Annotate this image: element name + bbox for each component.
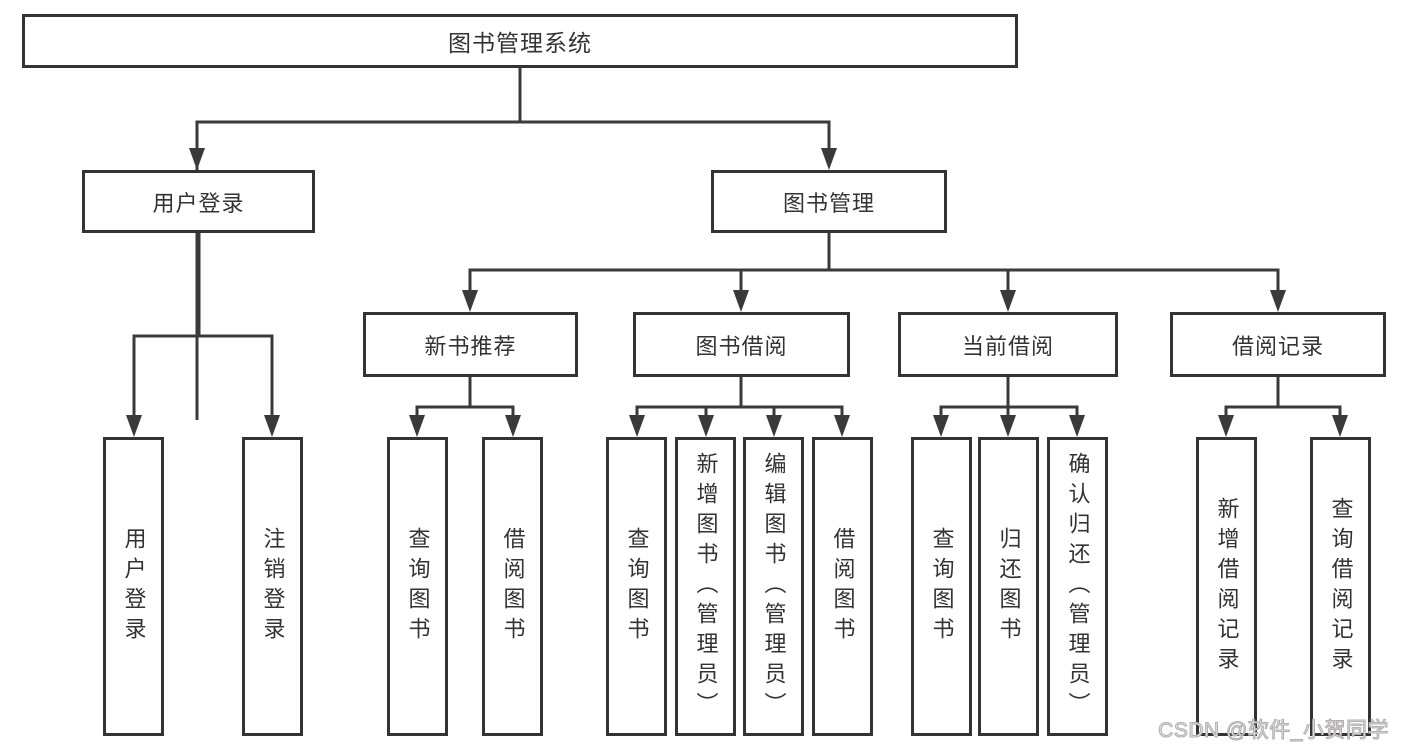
connector-records-to-children xyxy=(1224,377,1342,424)
leaf-recommend-query-book: 查询图书 xyxy=(387,437,448,736)
leaf-confirm-return-admin-label: 确认归还（管理员） xyxy=(1065,451,1091,722)
node-book-borrow-label: 图书借阅 xyxy=(695,333,788,359)
connector-newbook-to-children xyxy=(415,377,515,424)
leaf-edit-book-admin-label: 编辑图书（管理员） xyxy=(761,451,787,722)
connector-borrow-to-children xyxy=(635,377,844,424)
leaf-user-login: 用户登录 xyxy=(103,437,164,736)
leaf-borrow-book: 借阅图书 xyxy=(812,437,873,736)
leaf-add-borrow-record: 新增借阅记录 xyxy=(1196,437,1257,736)
leaf-confirm-return-admin: 确认归还（管理员） xyxy=(1047,437,1108,736)
leaf-borrow-query-book-label: 查询图书 xyxy=(624,526,650,647)
connector-bookmgmt-to-sections xyxy=(468,232,1280,299)
node-user-login: 用户登录 xyxy=(82,170,315,233)
leaf-add-book-admin-label: 新增图书（管理员） xyxy=(693,451,719,722)
node-borrow-records-label: 借阅记录 xyxy=(1231,333,1324,359)
leaf-add-borrow-record-label: 新增借阅记录 xyxy=(1214,496,1240,677)
leaf-recommend-borrow-book-label: 借阅图书 xyxy=(500,526,526,647)
node-current-borrow-label: 当前借阅 xyxy=(961,333,1054,359)
node-book-borrow: 图书借阅 xyxy=(633,312,850,377)
connector-root-to-level2 xyxy=(195,68,831,420)
leaf-logout-label: 注销登录 xyxy=(260,526,286,647)
node-root-system: 图书管理系统 xyxy=(22,14,1018,68)
node-root-label: 图书管理系统 xyxy=(448,30,592,56)
leaf-return-book: 归还图书 xyxy=(978,437,1039,736)
leaf-return-book-label: 归还图书 xyxy=(996,526,1022,647)
arrowheads xyxy=(126,148,1348,437)
node-book-management-label: 图书管理 xyxy=(782,190,875,216)
connector-userlogin-to-children xyxy=(132,232,274,424)
leaf-edit-book-admin: 编辑图书（管理员） xyxy=(743,437,804,736)
leaf-logout: 注销登录 xyxy=(242,437,303,736)
leaf-query-borrow-record-label: 查询借阅记录 xyxy=(1328,496,1354,677)
leaf-borrow-query-book: 查询图书 xyxy=(606,437,667,736)
node-book-management: 图书管理 xyxy=(711,170,947,233)
node-current-borrow: 当前借阅 xyxy=(898,312,1118,377)
node-borrow-records: 借阅记录 xyxy=(1170,312,1386,377)
leaf-recommend-query-book-label: 查询图书 xyxy=(405,526,431,647)
leaf-recommend-borrow-book: 借阅图书 xyxy=(482,437,543,736)
node-new-book-recommend: 新书推荐 xyxy=(363,312,578,377)
csdn-watermark: CSDN @软件_小贺同学 xyxy=(1158,719,1389,743)
leaf-borrow-book-label: 借阅图书 xyxy=(830,526,856,647)
leaf-query-borrow-record: 查询借阅记录 xyxy=(1310,437,1371,736)
leaf-add-book-admin: 新增图书（管理员） xyxy=(675,437,736,736)
leaf-current-query-book-label: 查询图书 xyxy=(929,526,955,647)
node-user-login-label: 用户登录 xyxy=(152,190,245,216)
node-new-book-recommend-label: 新书推荐 xyxy=(424,333,517,359)
leaf-current-query-book: 查询图书 xyxy=(911,437,972,736)
leaf-user-login-label: 用户登录 xyxy=(121,526,147,647)
